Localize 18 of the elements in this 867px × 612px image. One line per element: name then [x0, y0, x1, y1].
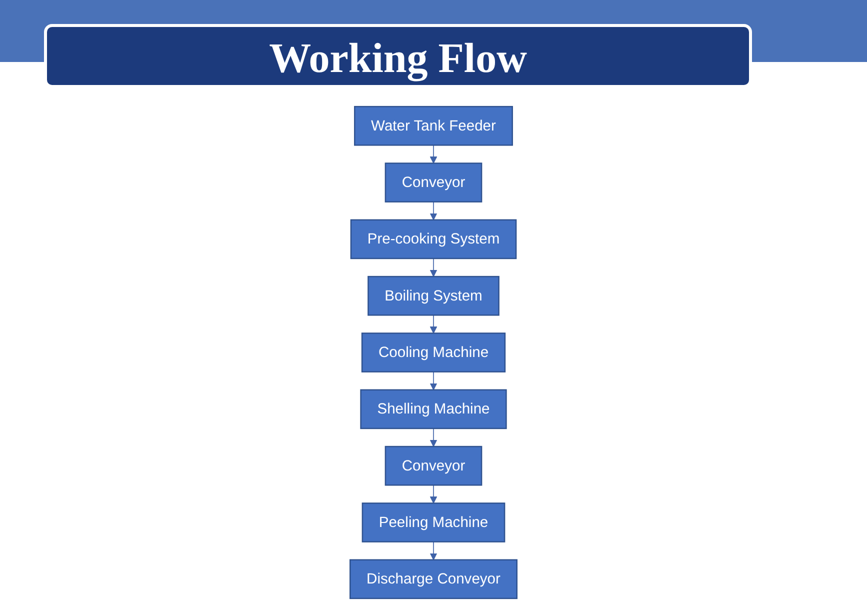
- arrow: [430, 144, 438, 164]
- node-box: Water Tank Feeder: [354, 106, 513, 146]
- arrow: [430, 541, 438, 560]
- node-box: Discharge Conveyor: [350, 559, 518, 600]
- title-banner: Working Flow: [44, 24, 752, 88]
- node-box: Peeling Machine: [362, 502, 506, 542]
- arrow: [430, 258, 438, 277]
- node-box: Cooling Machine: [361, 332, 506, 372]
- node-box: Pre-cooking System: [350, 219, 517, 260]
- node-box: Shelling Machine: [360, 389, 507, 430]
- node-box: Conveyor: [384, 162, 482, 202]
- arrow: [430, 484, 438, 504]
- arrow: [430, 201, 438, 220]
- arrow: [430, 428, 438, 447]
- arrow: [430, 371, 438, 390]
- arrow: [430, 314, 438, 334]
- node-box: Boiling System: [368, 276, 500, 316]
- node-box: Conveyor: [384, 446, 482, 486]
